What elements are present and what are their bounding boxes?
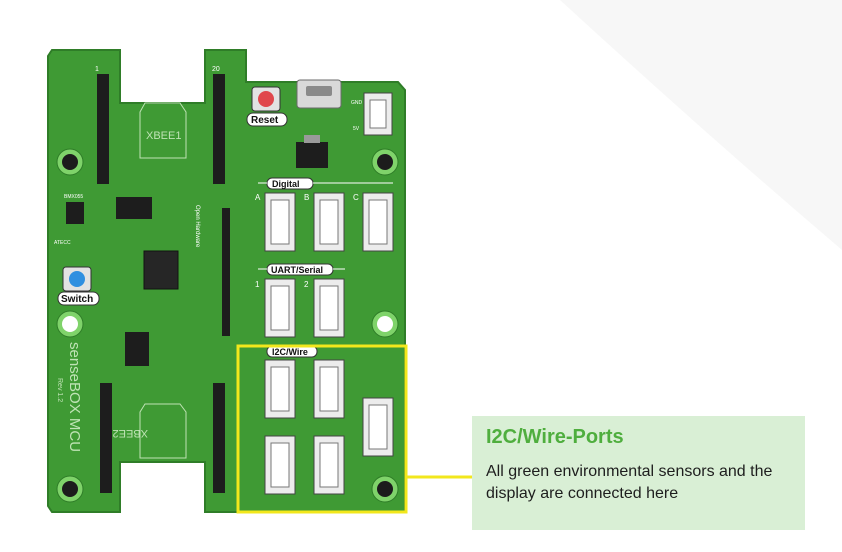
bmx-chip xyxy=(66,202,84,224)
5v-label: 5V xyxy=(353,126,360,132)
switch-label: Switch xyxy=(61,294,93,305)
reset-button-cap xyxy=(258,91,274,107)
port-1-label: 1 xyxy=(255,280,260,289)
board-revision-silkscreen: Rev 1.2 xyxy=(56,378,63,402)
xbee1-label: XBEE1 xyxy=(146,130,181,142)
gnd-label: GND xyxy=(351,100,363,106)
i2c-highlight-frame xyxy=(236,344,408,514)
callout-title: I2C/Wire-Ports xyxy=(486,426,624,448)
uart-label: UART/Serial xyxy=(271,265,323,275)
mounting-hole xyxy=(371,148,399,176)
xbee1-footprint xyxy=(139,102,187,159)
digital-port-a xyxy=(264,192,296,252)
switch-label-box xyxy=(57,291,100,306)
voltage-regulator-tab xyxy=(304,135,320,143)
i2c-label: I2C/Wire xyxy=(272,347,308,357)
port-c-label: C xyxy=(353,193,359,202)
i2c-port-4 xyxy=(313,435,345,495)
reset-label-box xyxy=(246,112,288,127)
background-swoosh xyxy=(560,0,842,250)
mounting-hole xyxy=(56,148,84,176)
power-connector-inner xyxy=(369,99,387,129)
uart-port-1 xyxy=(264,278,296,338)
i2c-port-5 xyxy=(362,397,394,457)
callout-body: All green environmental sensors and the … xyxy=(486,463,773,502)
i2c-port-3 xyxy=(264,435,296,495)
vertical-header xyxy=(222,208,230,336)
open-hardware-label: Open Hardware xyxy=(194,205,200,248)
uart-port-2 xyxy=(313,278,345,338)
i2c-port-2 xyxy=(313,359,345,419)
mounting-hole xyxy=(56,475,84,503)
digital-port-c xyxy=(362,192,394,252)
reset-label: Reset xyxy=(251,115,279,126)
pin1-label: 1 xyxy=(95,66,99,73)
voltage-regulator xyxy=(296,142,328,168)
bmx-label: BMX055 xyxy=(64,194,83,200)
board-name-silkscreen: senseBOX MCU xyxy=(66,342,83,452)
port-b-label: B xyxy=(304,193,309,202)
xbee2-footprint xyxy=(139,403,187,459)
switch-button-cap xyxy=(69,271,85,287)
microcontroller-chip xyxy=(143,250,179,290)
header-pins xyxy=(116,197,152,219)
xbee1-header-right xyxy=(213,74,225,184)
i2c-port-1 xyxy=(264,359,296,419)
usb-port-opening xyxy=(306,86,332,96)
xbee2-header-right xyxy=(213,383,225,493)
xbee2-label: XBEE2 xyxy=(113,427,148,439)
atecc-label: ATECC xyxy=(54,240,71,246)
mounting-hole xyxy=(56,310,84,338)
mounting-hole xyxy=(371,310,399,338)
digital-label: Digital xyxy=(272,179,300,189)
digital-port-b xyxy=(313,192,345,252)
callout-box: I2C/Wire-Ports All green environmental s… xyxy=(472,416,805,530)
flash-chip xyxy=(125,332,149,366)
pin20-label: 20 xyxy=(212,66,220,73)
xbee2-header-left xyxy=(100,383,112,493)
xbee1-header-left xyxy=(97,74,109,184)
port-a-label: A xyxy=(255,193,261,202)
mounting-hole xyxy=(371,475,399,503)
port-2-label: 2 xyxy=(304,280,309,289)
